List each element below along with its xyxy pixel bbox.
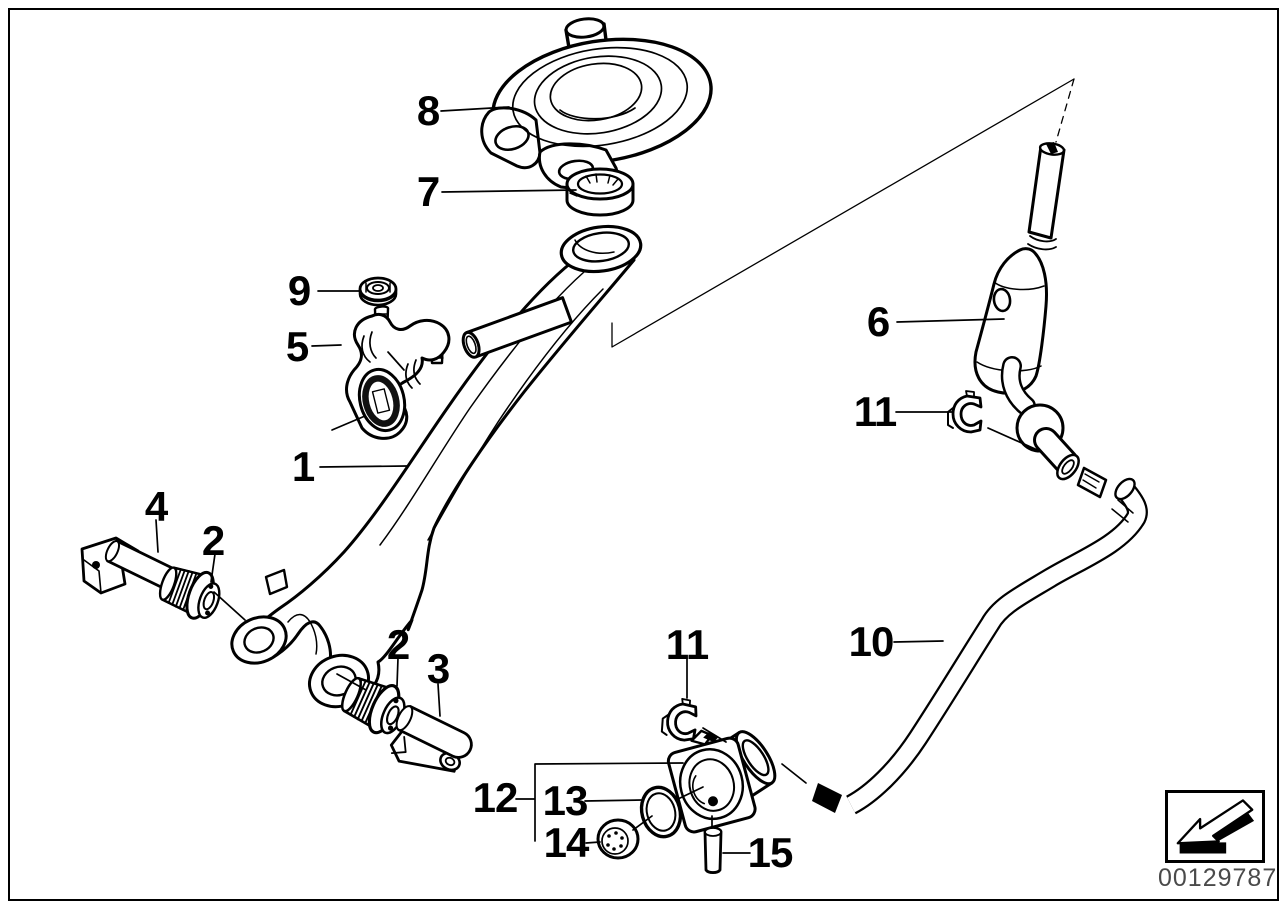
callout-3[interactable]: 3 (426, 645, 450, 692)
callout-11a[interactable]: 11 (853, 388, 897, 435)
part-6-drawing (973, 142, 1108, 499)
part-4-drawing (80, 536, 181, 595)
part-11a-drawing (946, 389, 983, 434)
arrow-3d-down-left-icon (1176, 799, 1255, 854)
callout-11b[interactable]: 11 (665, 621, 709, 668)
image-number: 00129787 (1158, 864, 1278, 892)
part-8-drawing (480, 17, 713, 193)
callout-8[interactable]: 8 (416, 87, 440, 134)
callout-9[interactable]: 9 (287, 267, 311, 314)
callout-12[interactable]: 12 (472, 774, 519, 821)
part-3-drawing (389, 705, 473, 773)
callout-6[interactable]: 6 (866, 298, 890, 345)
thumbnail-nav-box[interactable] (1165, 790, 1265, 863)
part-1-drawing (230, 224, 643, 709)
part-5-drawing (345, 305, 451, 440)
callout-13[interactable]: 13 (542, 777, 589, 824)
part-14-drawing (596, 818, 640, 860)
callout-7[interactable]: 7 (416, 168, 440, 215)
part-10-drawing (812, 477, 1148, 815)
part-9-drawing (358, 276, 398, 307)
callout-5[interactable]: 5 (285, 323, 309, 370)
callout-2b[interactable]: 2 (386, 621, 410, 668)
callout-2a[interactable]: 2 (201, 517, 225, 564)
part-7-drawing (565, 167, 635, 217)
projection-lines (611, 78, 1075, 348)
callout-15[interactable]: 15 (747, 829, 794, 876)
callout-4[interactable]: 4 (144, 483, 168, 530)
page-border (8, 8, 1279, 901)
part-11b-drawing (659, 696, 699, 743)
leader-lines (155, 106, 1043, 854)
callout-14[interactable]: 14 (543, 819, 590, 866)
part-13-drawing (639, 785, 683, 839)
part-15-drawing (703, 826, 723, 874)
part-12-drawing (666, 729, 777, 834)
callout-10[interactable]: 10 (848, 618, 895, 665)
callout-1[interactable]: 1 (291, 443, 315, 490)
